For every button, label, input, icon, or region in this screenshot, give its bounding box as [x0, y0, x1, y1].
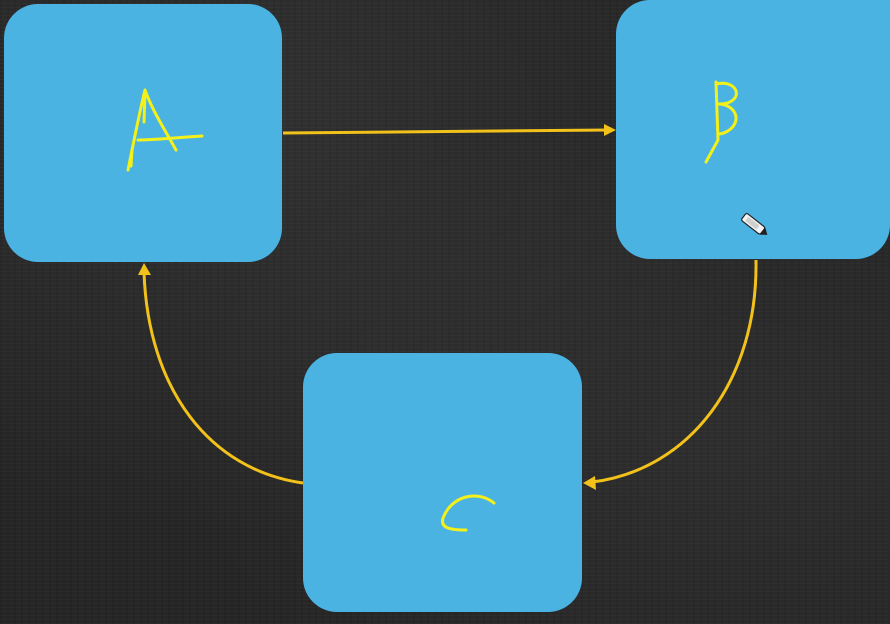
arrowhead-c-to-a: [138, 263, 151, 275]
arrowhead-a-to-b: [604, 124, 616, 136]
arrowhead-b-to-c: [583, 476, 596, 490]
node-a-label: A: [126, 88, 204, 172]
node-c-label: C: [440, 494, 496, 532]
edges: [138, 124, 758, 490]
edge-a-to-b: [282, 128, 609, 135]
pen-cursor-icon: [741, 213, 768, 235]
node-c[interactable]: [303, 353, 582, 612]
node-b-label: B: [704, 80, 738, 164]
edge-c-to-a: [142, 271, 304, 485]
node-b[interactable]: [616, 0, 890, 259]
edge-b-to-c: [591, 259, 758, 484]
node-a[interactable]: [4, 4, 282, 262]
